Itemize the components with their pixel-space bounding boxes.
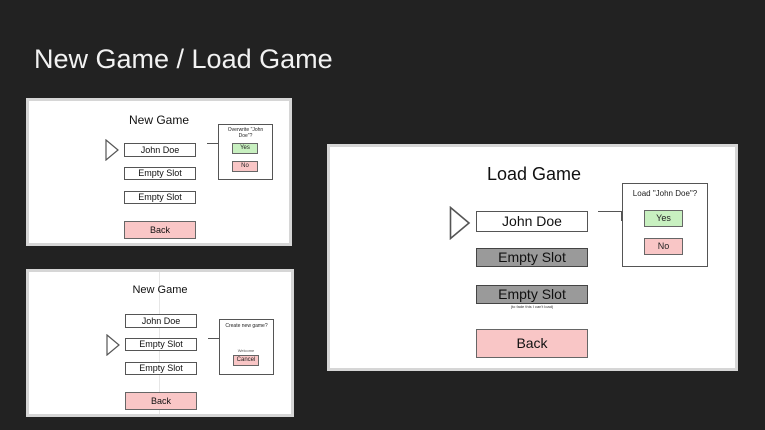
yes-button[interactable]: Yes <box>644 210 683 227</box>
back-button[interactable]: Back <box>476 329 588 358</box>
back-button[interactable]: Back <box>124 221 196 239</box>
panel-title: Load Game <box>486 164 582 184</box>
load-dialog: Load "John Doe"? Yes No <box>622 183 708 267</box>
yes-button[interactable]: Yes <box>232 143 258 154</box>
back-button[interactable]: Back <box>125 392 197 410</box>
save-slot-3[interactable]: Empty Slot <box>124 191 196 204</box>
save-slot-3[interactable]: Empty Slot <box>476 285 588 304</box>
panel-title: New Game <box>128 113 190 127</box>
save-slot-2[interactable]: Empty Slot <box>124 167 196 180</box>
save-slot-1[interactable]: John Doe <box>476 211 588 232</box>
dialog-prompt: Create new game? <box>225 323 268 329</box>
save-slot-1[interactable]: John Doe <box>124 143 196 157</box>
load-game-panel: Load Game John Doe Empty Slot Empty Slot… <box>327 144 738 371</box>
save-slot-3[interactable]: Empty Slot <box>125 362 197 375</box>
new-game-overwrite-panel: New Game John Doe Empty Slot Empty Slot … <box>26 98 292 246</box>
cancel-button[interactable]: Cancel <box>233 355 259 366</box>
save-slot-2[interactable]: Empty Slot <box>476 248 588 267</box>
no-button[interactable]: No <box>232 161 258 172</box>
dialog-prompt: Overwrite "John Doe"? <box>227 127 264 139</box>
overwrite-dialog: Overwrite "John Doe"? Yes No <box>218 124 273 180</box>
create-dialog: Create new game? Welcome Cancel <box>219 319 274 375</box>
dialog-connector <box>598 211 622 221</box>
selection-cursor-icon <box>105 139 119 161</box>
selection-cursor-icon <box>449 206 471 240</box>
save-slot-1[interactable]: John Doe <box>125 314 197 328</box>
slide-title: New Game / Load Game <box>34 44 333 74</box>
confirm-option[interactable]: Welcome <box>237 348 255 353</box>
dialog-prompt: Load "John Doe"? <box>632 189 698 198</box>
selection-cursor-icon <box>106 334 120 356</box>
save-slot-2[interactable]: Empty Slot <box>125 338 197 351</box>
new-game-create-panel: New Game John Doe Empty Slot Empty Slot … <box>26 269 294 417</box>
no-button[interactable]: No <box>644 238 683 255</box>
empty-slot-note: (to fade this I can't load) <box>510 304 554 309</box>
panel-title: New Game <box>132 284 188 296</box>
